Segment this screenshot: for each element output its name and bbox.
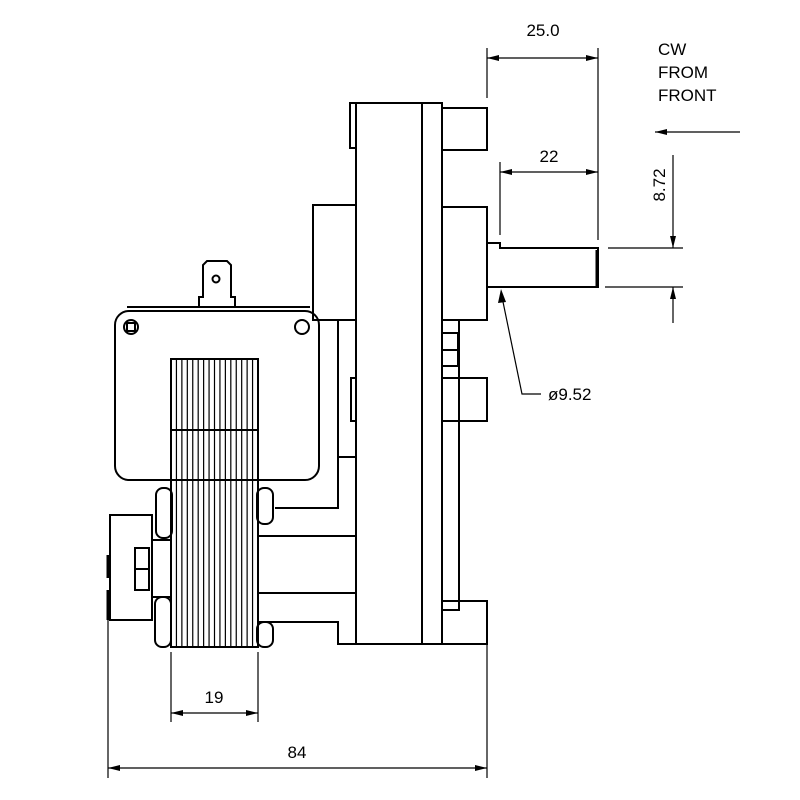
stator-stack (170, 358, 259, 648)
dimension-shaft-flat: 8.72 (605, 155, 683, 323)
dimension-overall: 84 (107, 620, 488, 778)
rotation-note: CW FROM FRONT (655, 40, 740, 135)
dimension-872-label: 8.72 (650, 168, 669, 201)
gearbox (258, 102, 488, 645)
dimension-84-label: 84 (288, 743, 307, 762)
dimension-22-label: 22 (540, 147, 559, 166)
motor-cover (114, 260, 320, 481)
dimension-shaft-length: 22 (499, 147, 598, 235)
dimension-shaft-total: 25.0 (486, 21, 599, 240)
output-shaft (487, 242, 599, 288)
dimension-stack: 19 (170, 652, 259, 722)
bracket (106, 487, 274, 648)
dimension-diameter-label: ø9.52 (548, 385, 591, 404)
rotation-note-line-1: CW (658, 40, 686, 59)
rotation-note-line-3: FRONT (658, 86, 717, 105)
rotation-note-line-2: FROM (658, 63, 708, 82)
dimension-19-label: 19 (205, 688, 224, 707)
dimension-25-label: 25.0 (526, 21, 559, 40)
dimension-shaft-diameter: ø9.52 (498, 289, 591, 404)
